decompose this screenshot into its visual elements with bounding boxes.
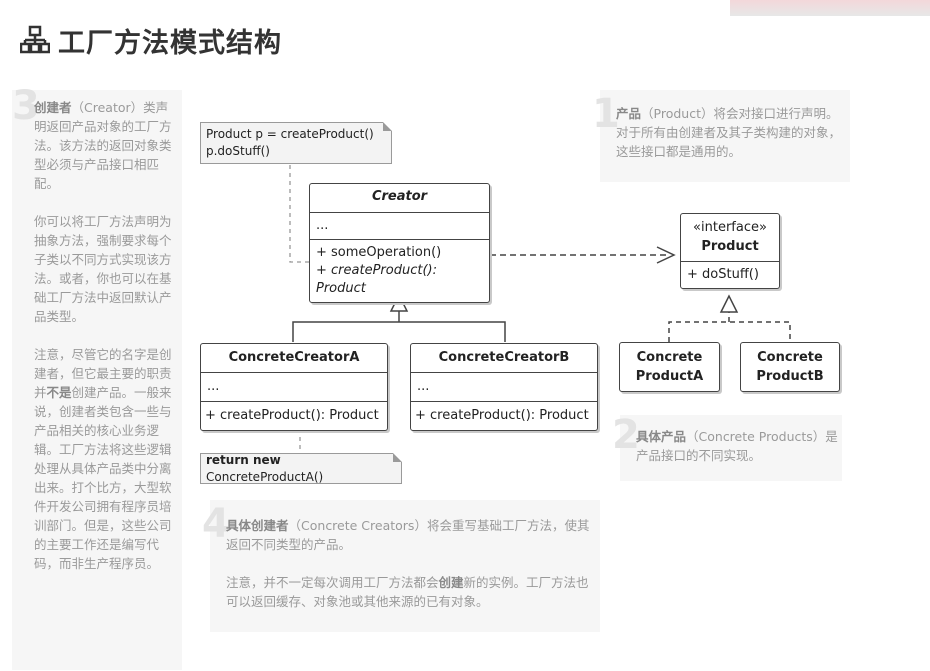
note-text: 创建产品。一般来说，创建者类包含一些与产品相关的核心业务逻辑。工厂方法将这些逻辑… — [34, 385, 172, 571]
page-title: 工厂方法模式结构 — [20, 20, 282, 60]
product-interface: «interface» Product + doStuff() — [680, 213, 780, 289]
note-title: 创建者 — [34, 100, 72, 115]
note-title: 具体创建者 — [226, 518, 289, 533]
note-paren: （Concrete Creators） — [288, 518, 427, 533]
page-title-text: 工厂方法模式结构 — [58, 27, 282, 59]
note-product: 1 产品（Product）将会对接口进行声明。对于所有由创建者及其子类构建的对象… — [592, 90, 850, 182]
code-line: Product p = createProduct() — [206, 127, 374, 141]
concrete-creator-b-class: ConcreteCreatorB ... + createProduct(): … — [410, 343, 598, 431]
class-name-line: ProductB — [756, 369, 824, 384]
interface-stereotype: «interface» — [693, 220, 767, 235]
note-text: 是产品接口的不同实现。 — [636, 429, 838, 463]
realization-arrow — [719, 294, 739, 313]
note-bold: 不是 — [46, 385, 72, 400]
concrete-product-a-class: Concrete ProductA — [619, 342, 720, 392]
class-name: Product — [701, 239, 759, 254]
note-text: 将会对接口进行声明。对于所有由创建者及其子类构建的对象，这些接口都是通用的。 — [616, 106, 842, 159]
code-line: p.doStuff() — [206, 144, 270, 158]
class-fields: ... — [201, 372, 387, 401]
class-name-line: Concrete — [636, 350, 703, 365]
note-concrete-creators: 4 具体创建者（Concrete Creators）将会重写基础工厂方法，使其返… — [202, 500, 600, 632]
class-name-line: Concrete — [757, 350, 823, 365]
concrete-product-b-class: Concrete ProductB — [740, 342, 840, 392]
note-number: 1 — [592, 91, 620, 137]
realization-line — [668, 312, 791, 342]
class-method: + createProduct(): Product — [201, 401, 387, 430]
class-name: ConcreteCreatorB — [438, 350, 570, 365]
class-name-line: ProductA — [635, 369, 704, 384]
note-paren: （Concrete Products） — [686, 429, 826, 444]
class-fields: ... — [411, 372, 597, 401]
note-title: 具体产品 — [636, 429, 687, 444]
class-method: + doStuff() — [681, 261, 779, 288]
hierarchy-icon — [20, 25, 50, 54]
note-concrete-products: 2 具体产品（Concrete Products）是产品接口的不同实现。 — [612, 415, 842, 481]
note-number: 3 — [12, 83, 40, 129]
top-decoration-bar — [730, 0, 930, 16]
note-text: 新的实例。工厂方法也可以返回缓存、对象池或其他来源的已有对象。 — [226, 575, 589, 609]
note-paren: （Product） — [641, 106, 714, 121]
code-text: ConcreteProductA() — [206, 469, 324, 484]
note-number: 4 — [202, 501, 230, 547]
class-name: ConcreteCreatorA — [228, 350, 360, 365]
note-text: 将会重写基础工厂方法，使其返回不同类型的产品。 — [226, 518, 590, 552]
note-title: 产品 — [616, 106, 642, 121]
inheritance-line — [292, 310, 506, 342]
code-note-some-operation: Product p = createProduct() p.doStuff() — [200, 122, 392, 164]
dependency-arrow — [656, 246, 676, 264]
note-paren: （Creator） — [71, 100, 144, 115]
note-text: 注意，尽管它的名字是创建者，但它最主要的职责并 — [34, 347, 172, 400]
note-number: 2 — [612, 412, 640, 458]
note-bold: 创建 — [438, 575, 464, 590]
note-text: 你可以将工厂方法声明为抽象方法，强制要求每个子类以不同方式实现该方法。或者，你也… — [34, 214, 172, 324]
code-keyword: return new — [206, 452, 281, 467]
concrete-creator-a-class: ConcreteCreatorA ... + createProduct(): … — [200, 343, 388, 431]
class-method-abstract: + createProduct(): Product — [316, 263, 437, 296]
creator-class: Creator ... + someOperation() + createPr… — [309, 183, 490, 303]
class-method: + someOperation() — [316, 245, 442, 260]
inheritance-arrow — [389, 293, 409, 312]
note-text: 注意，并不一定每次调用工厂方法都会 — [226, 575, 439, 590]
class-fields: ... — [310, 212, 489, 239]
note-link-line — [289, 165, 309, 263]
note-text: 类声明返回产品对象的工厂方法。该方法的返回对象类型必须与产品接口相匹配。 — [34, 100, 172, 191]
code-note-create-product: return new ConcreteProductA() — [200, 453, 402, 484]
class-name: Creator — [371, 189, 428, 204]
class-method: + createProduct(): Product — [411, 401, 597, 430]
note-creator: 3 创建者（Creator）类声明返回产品对象的工厂方法。该方法的返回对象类型必… — [12, 86, 182, 670]
